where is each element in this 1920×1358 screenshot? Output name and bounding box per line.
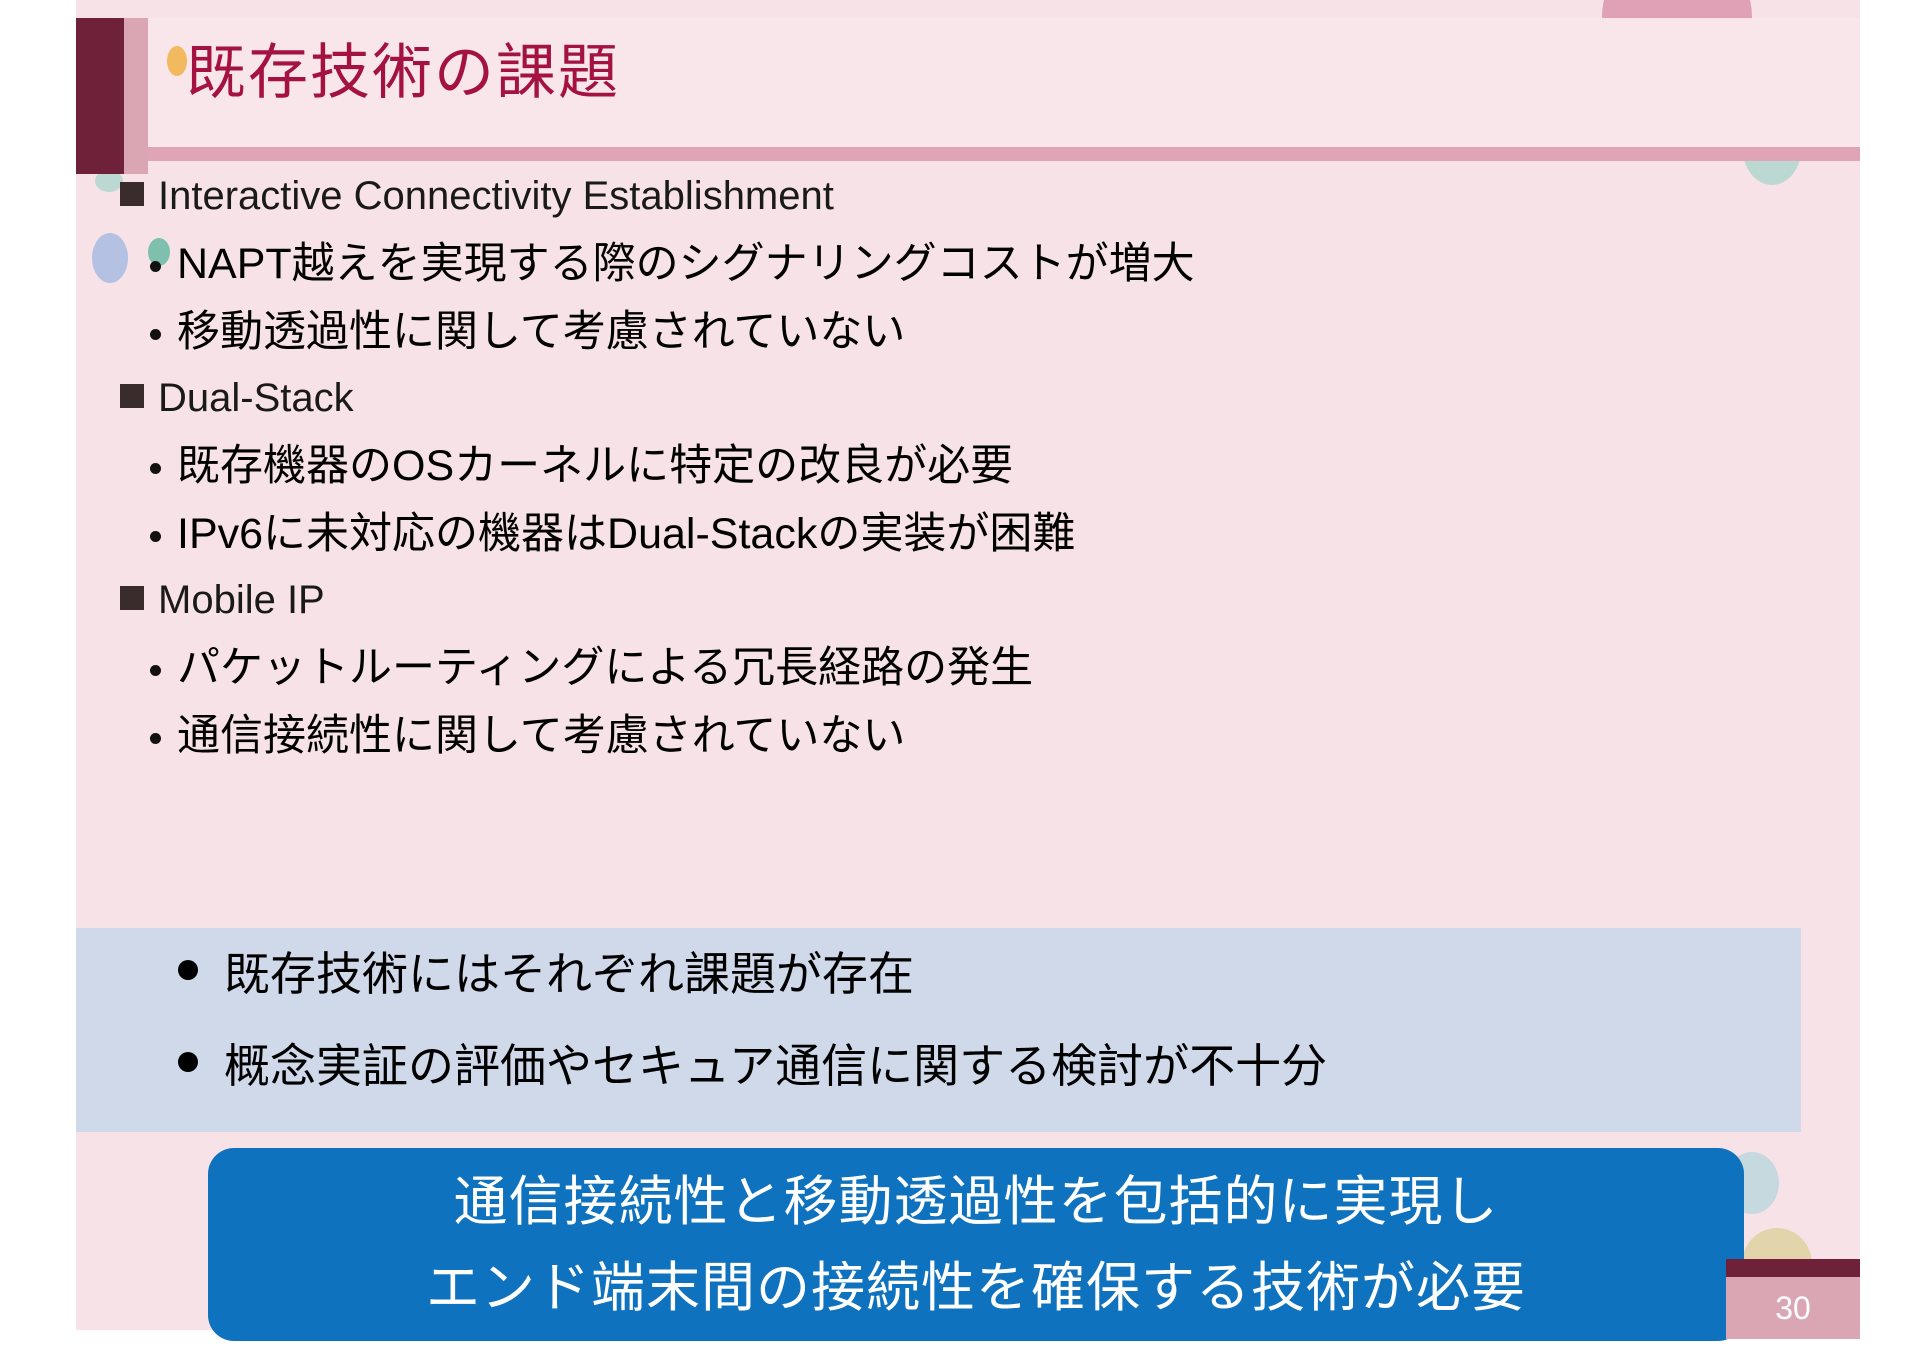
summary-row: 既存技術にはそれぞれ課題が存在 <box>178 928 1801 1038</box>
summary-row: 概念実証の評価やセキュア通信に関する検討が不十分 <box>178 1038 1801 1130</box>
title-accent-bar-mid <box>124 18 148 174</box>
dot-bullet-icon <box>150 261 161 272</box>
title-underline-rule <box>148 147 1860 161</box>
summary-bullet-icon <box>178 960 198 980</box>
bullet-row: NAPT越えを実現する際のシグナリングコストが増大 <box>144 238 1800 306</box>
callout-line: 通信接続性と移動透過性を包括的に実現し <box>453 1171 1499 1232</box>
page-number-background <box>1726 1277 1860 1339</box>
dot-bullet-icon <box>150 733 161 744</box>
bullet-text: 通信接続性に関して考慮されていない <box>177 712 906 760</box>
bullet-text: Dual-Stack <box>158 376 354 420</box>
summary-text: 概念実証の評価やセキュア通信に関する検討が不十分 <box>224 1040 1328 1092</box>
title-accent-bar-dark <box>76 18 124 174</box>
bullet-row: Interactive Connectivity Establishment <box>120 172 1800 238</box>
bullet-row: IPv6に未対応の機器はDual-Stackの実装が困難 <box>144 508 1800 576</box>
square-bullet-icon <box>120 586 144 610</box>
dot-bullet-icon <box>150 531 161 542</box>
bullet-row: Mobile IP <box>120 576 1800 642</box>
page-title: 既存技術の課題 <box>186 39 620 106</box>
dot-bullet-icon <box>150 665 161 676</box>
bullet-text: NAPT越えを実現する際のシグナリングコストが増大 <box>177 240 1195 288</box>
bullet-text: 既存機器のOSカーネルに特定の改良が必要 <box>177 442 1014 490</box>
summary-text: 既存技術にはそれぞれ課題が存在 <box>224 948 914 1000</box>
summary-panel: 既存技術にはそれぞれ課題が存在概念実証の評価やセキュア通信に関する検討が不十分 <box>76 928 1801 1132</box>
callout-line: エンド端末間の接続性を確保する技術が必要 <box>426 1257 1526 1318</box>
page-number-stripe <box>1726 1259 1860 1277</box>
bullet-row: Dual-Stack <box>120 374 1800 440</box>
conclusion-callout-box: 通信接続性と移動透過性を包括的に実現しエンド端末間の接続性を確保する技術が必要 <box>208 1148 1744 1341</box>
bullet-text: 移動透過性に関して考慮されていない <box>177 308 906 356</box>
square-bullet-icon <box>120 384 144 408</box>
bullet-row: 通信接続性に関して考慮されていない <box>144 710 1800 778</box>
bullet-text: パケットルーティングによる冗長経路の発生 <box>177 644 1034 692</box>
square-bullet-icon <box>120 182 144 206</box>
bullet-text: Mobile IP <box>158 578 325 622</box>
dot-bullet-icon <box>150 463 161 474</box>
bullet-row: 既存機器のOSカーネルに特定の改良が必要 <box>144 440 1800 508</box>
bullet-row: パケットルーティングによる冗長経路の発生 <box>144 642 1800 710</box>
bullet-text: IPv6に未対応の機器はDual-Stackの実装が困難 <box>177 510 1076 558</box>
page-number-text: 30 <box>1775 1289 1811 1326</box>
summary-bullet-icon <box>178 1052 198 1072</box>
title-panel <box>148 18 1860 147</box>
dot-bullet-icon <box>150 329 161 340</box>
bullet-text: Interactive Connectivity Establishment <box>158 174 834 218</box>
page-number-badge: 30 <box>1726 1259 1860 1339</box>
bullet-row: 移動透過性に関して考慮されていない <box>144 306 1800 374</box>
